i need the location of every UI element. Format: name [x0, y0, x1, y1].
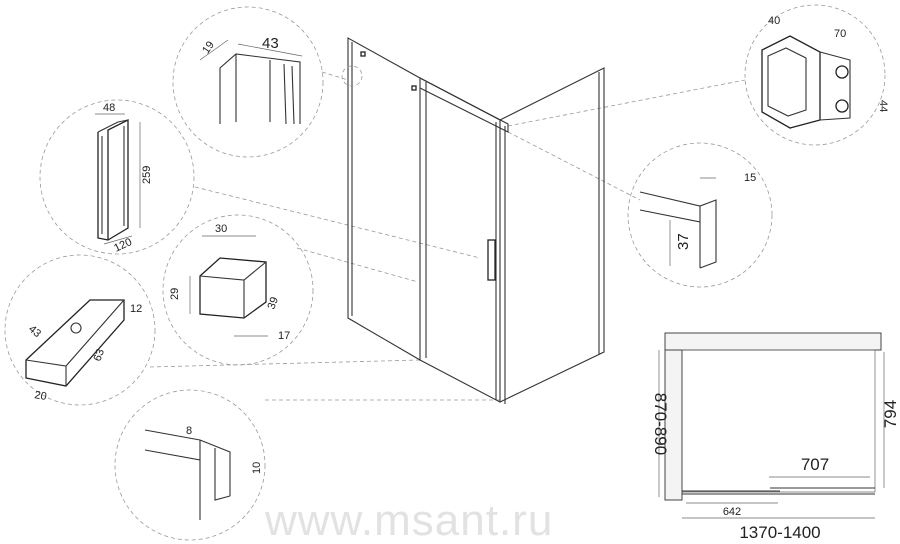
dim-bracket-a: 40	[768, 15, 780, 27]
dim-guide-c: 63	[92, 347, 107, 363]
dim-door-opening: 707	[801, 455, 829, 474]
detail-stopper: 30 29 39 17	[162, 214, 314, 366]
dim-side-height: 794	[881, 400, 900, 428]
dim-guide-b: 12	[130, 303, 142, 315]
plan-view: 870-890 794 707 642 1370-1400	[651, 332, 900, 542]
dim-stopper-offset: 17	[278, 330, 290, 342]
dim-profile-b: 43	[262, 35, 279, 52]
detail-bottom-profile: 8 10	[114, 389, 266, 541]
detail-wall-bracket: 40 70 44	[744, 4, 889, 146]
watermark: www.msant.ru	[264, 496, 553, 544]
dim-stopper-height: 29	[169, 288, 181, 300]
dim-bracket-b: 70	[834, 28, 846, 40]
dim-guide-d: 20	[33, 389, 47, 403]
dim-rail-a: 15	[744, 172, 756, 184]
dim-profile-bottom-a: 8	[186, 425, 192, 437]
detail-top-profile: 19 43	[172, 6, 363, 158]
detail-handle: 48 259 120	[39, 99, 195, 255]
dim-handle-length: 120	[112, 236, 134, 255]
leader-lines	[149, 71, 746, 401]
dim-depth: 870-890	[651, 393, 670, 455]
dim-handle-height: 259	[141, 166, 153, 184]
dim-total-width: 1370-1400	[739, 523, 820, 542]
dim-stopper-depth: 39	[266, 295, 281, 311]
detail-rail: 15 37	[627, 142, 773, 288]
dim-stopper-width: 30	[215, 223, 227, 235]
door-handle	[487, 239, 496, 281]
dim-rail-b: 37	[675, 233, 692, 250]
dim-guide-a: 43	[26, 323, 43, 340]
dim-profile-a: 19	[200, 39, 217, 56]
dim-handle-width: 48	[103, 102, 115, 114]
dim-profile-bottom-b: 10	[251, 462, 263, 474]
detail-bottom-guide: 43 12 63 20	[4, 254, 156, 406]
shower-enclosure	[347, 37, 605, 404]
dim-bracket-c: 44	[877, 100, 889, 112]
dim-fixed-panel: 642	[723, 506, 741, 518]
